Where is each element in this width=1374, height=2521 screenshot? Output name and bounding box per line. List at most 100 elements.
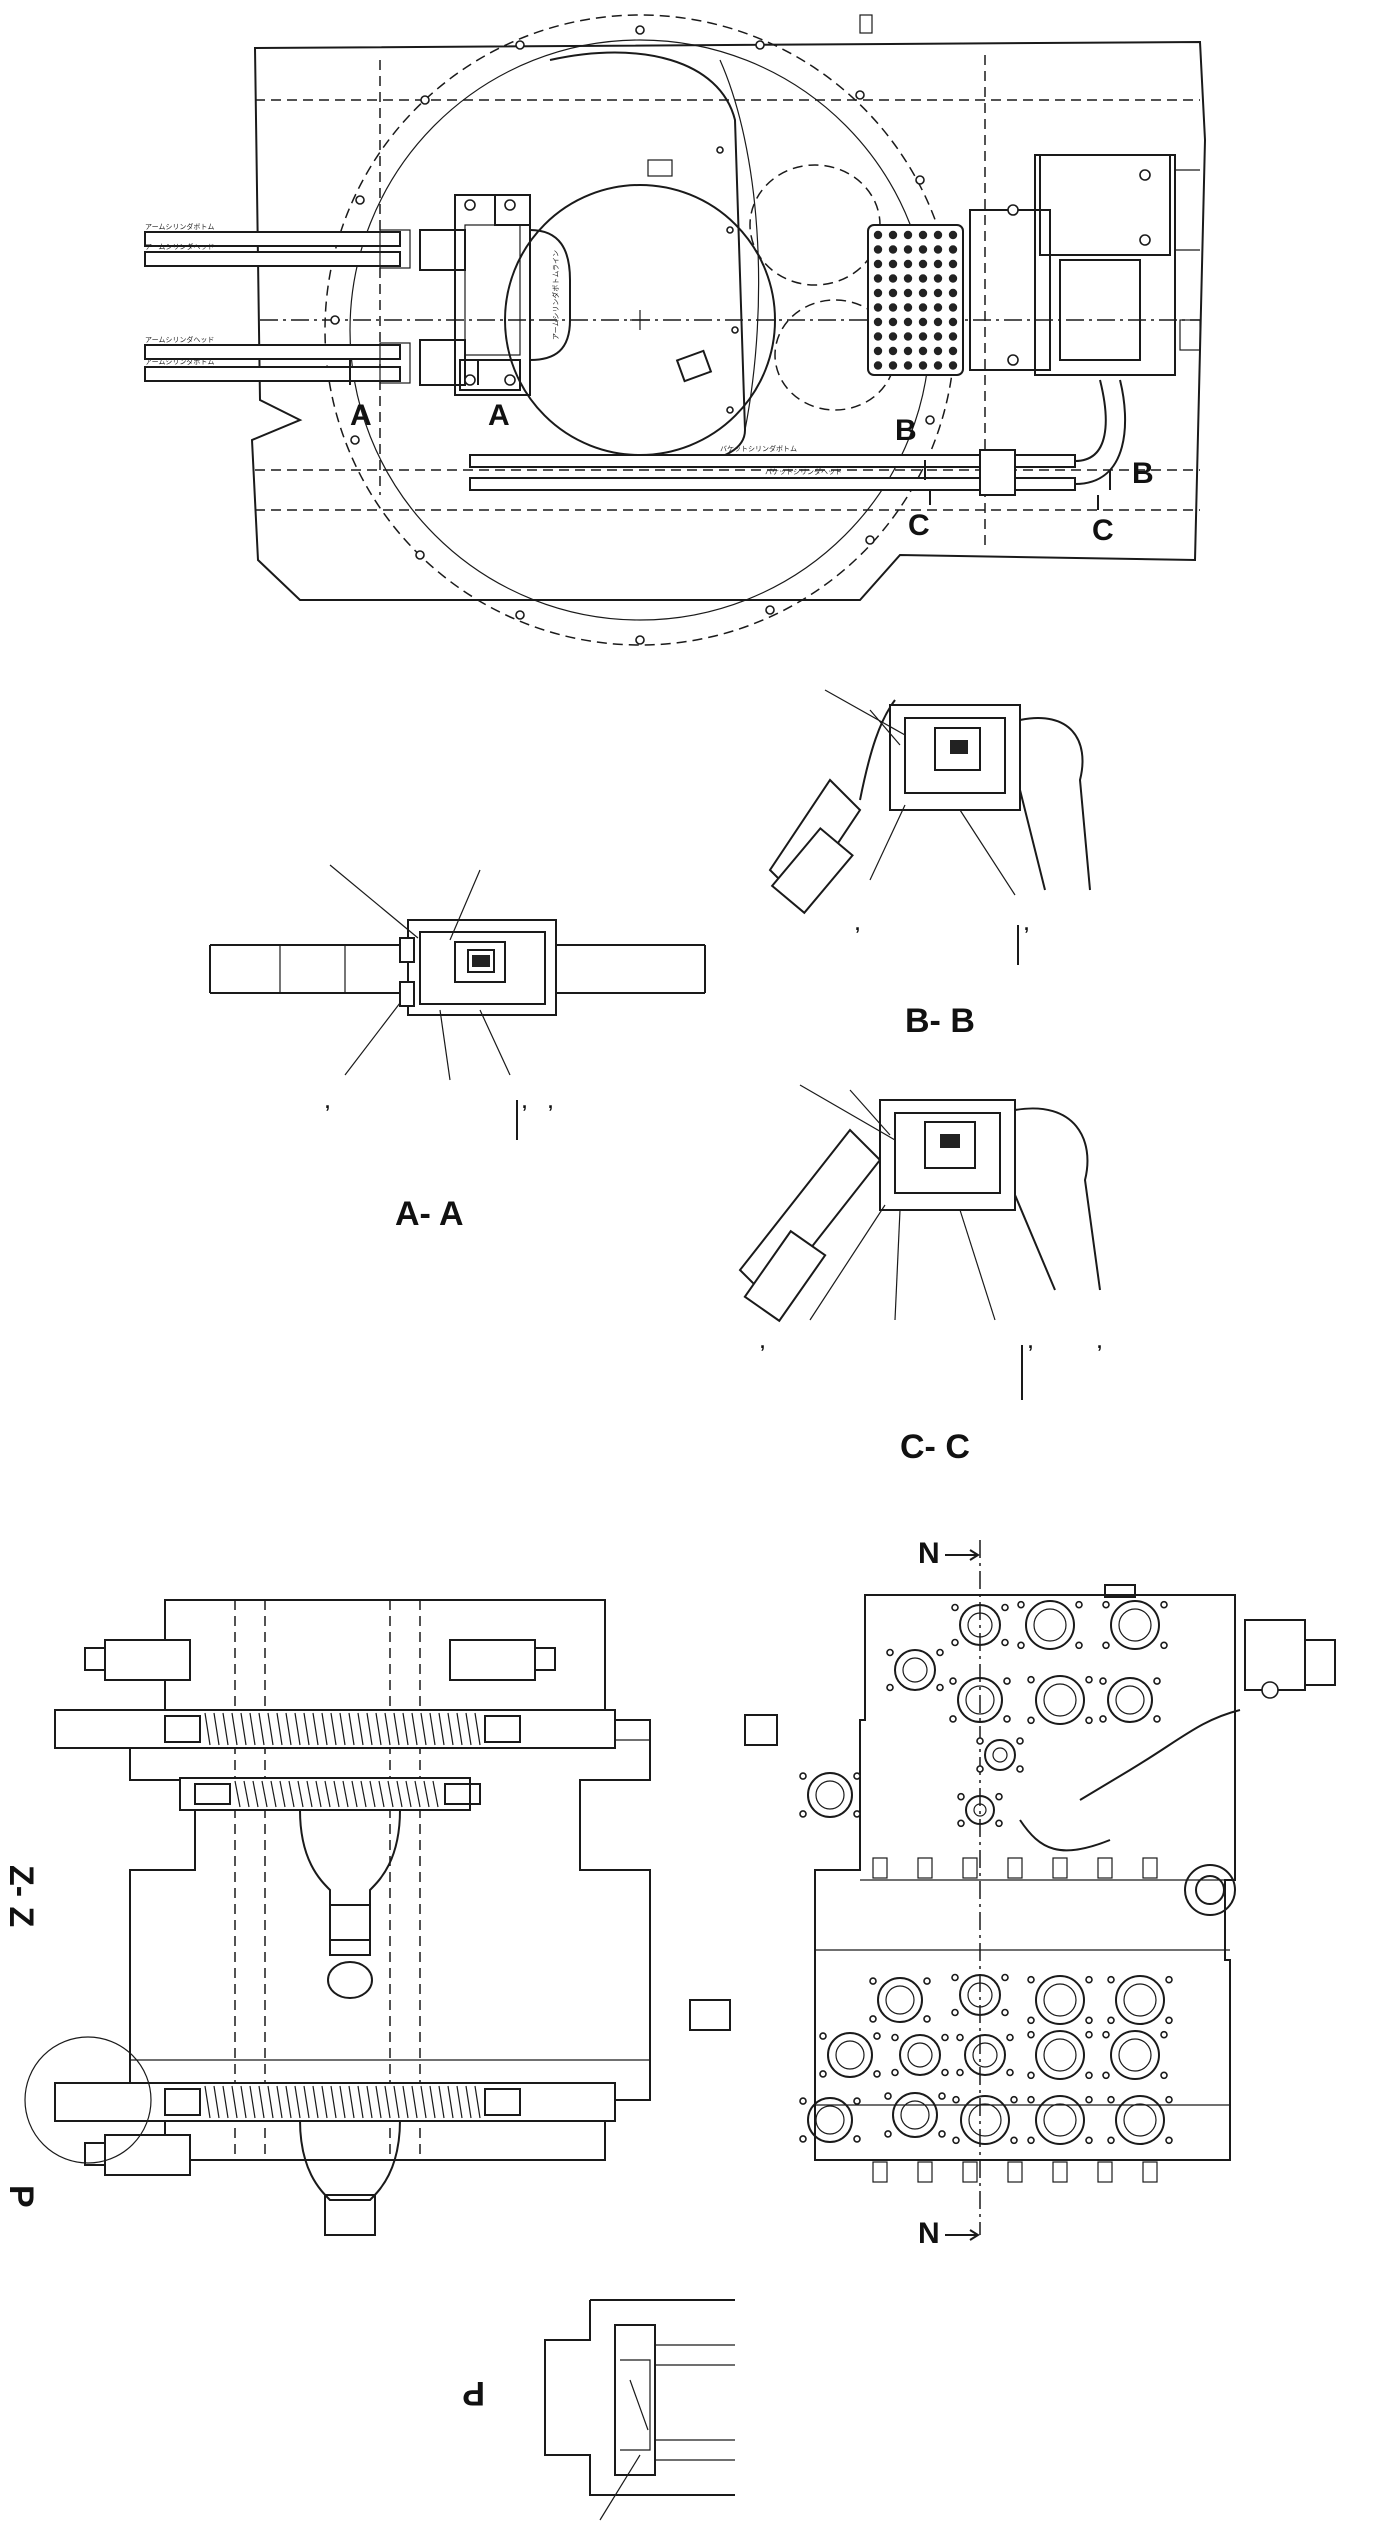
spring-coil [294,2085,301,2119]
port-bolt [1085,2016,1093,2025]
port-bolt [1016,1765,1024,1773]
spring-coil [243,1780,250,1808]
spring-coil [348,1712,355,1746]
port-bolt [1075,1600,1083,1609]
spring-coil [261,1780,268,1808]
section-z-z-title: Z- Z [2,1865,40,1927]
detail-p-marker: P [2,2185,40,2208]
filter-hole [873,361,883,370]
spring-coil [465,2085,472,2119]
port-bolt [1085,2030,1093,2039]
hose-label-3: アームシリンダヘッド [145,335,214,344]
spring-coil [222,2085,229,2119]
top-plan-view: アームシリンダボトム アームシリンダヘッド アームシリンダヘッド アームシリンダ… [144,14,1207,646]
port-bolt [1001,1638,1009,1647]
hex-bolt [1097,2161,1113,2183]
valve-port-inner [1043,1983,1077,2017]
spring-coil [456,2085,463,2119]
section-marker-b-right: B [1132,457,1154,490]
pipe-label-vertical: アームシリンダボトムライン [551,250,560,340]
port-bolt [891,2033,899,2042]
port-bolt [1085,1975,1093,1984]
valve-port-inner [1118,1608,1152,1642]
svg-text:,: , [855,914,860,934]
valve-port [959,1974,1001,2016]
spring-coil [411,2085,418,2119]
spring-coil [258,1712,265,1746]
valve-port-inner [1043,2103,1077,2137]
port-bolt [995,1792,1003,1801]
hex-bolt [1097,1857,1113,1879]
valve-port [1035,2030,1085,2080]
spring-coil [393,1712,400,1746]
port-bolt [941,2033,949,2042]
filter-hole [888,274,898,283]
bucket-cylinder-pipes [469,379,1127,496]
filter-hole [948,361,958,370]
filter-hole [903,288,913,298]
filter-hole [888,245,898,254]
valve-port [964,2034,1006,2076]
svg-text:,: , [1097,1332,1102,1352]
hex-bolt [872,2161,888,2183]
valve-port [965,1795,995,1825]
port-bolt [923,2015,931,2023]
spool-end [444,1783,481,1805]
port-bolt [1006,2068,1014,2077]
hex-bolt [1007,2161,1023,2183]
port-bolt [1003,1677,1011,1685]
spring-coil [267,1712,274,1746]
arm-cylinder-hoses [144,229,411,384]
port-bolt [1107,2136,1115,2145]
section-z-z-view: Z- Z P [2,1599,651,2236]
spring-coil [315,1780,322,1808]
port-bolt [1001,1603,1009,1612]
port-bolt [1160,1600,1168,1609]
port-bolt [1027,1975,1035,1984]
filter-hole [948,317,958,327]
port-bolt [869,1977,877,1985]
valve-port [960,2095,1010,2145]
valve-port-inner [973,1803,987,1817]
port-bolt [1102,1641,1110,1650]
port-bolt [1085,2071,1093,2080]
hose-label-2: アームシリンダヘッド [145,242,214,251]
pipe-label-upper: バケットシリンダボトム [720,444,797,453]
filter-hole [918,346,928,356]
port-bolt [1160,2030,1168,2039]
spring-coil [432,1780,439,1808]
svg-text:,: , [760,1332,765,1352]
spring-coil [474,1712,481,1746]
port-bolt [891,2068,899,2077]
port-bolt [884,2130,892,2138]
spring-coil [414,1780,421,1808]
filter-hole [918,303,928,312]
port-bolt [884,2092,892,2100]
spring-coil [321,2085,328,2119]
valve-port [877,1977,923,2023]
filter-hole [888,230,898,240]
hose-label-1: アームシリンダボトム [145,222,214,231]
section-c-c-title: C- C [900,1428,970,1466]
valve-port-inner [902,1657,928,1683]
valve-port-inner [815,1780,845,1810]
svg-text:,: , [522,1092,527,1112]
filter-hole [933,230,943,240]
hex-bolt [1052,1857,1068,1879]
port-bolt [938,2092,946,2100]
hex-bolt [962,2161,978,2183]
filter-hole [903,230,913,240]
filter-hole [933,332,943,341]
spring-coil [330,1712,337,1746]
svg-text:,: , [548,1092,553,1112]
port-bolt [995,1819,1003,1828]
spring-coil [285,1712,292,1746]
port-bolt [1085,2095,1093,2104]
filter-hole [903,317,913,327]
valve-port [892,2092,938,2138]
spring-coil [312,2085,319,2119]
filter-hole [888,346,898,356]
spring-coil [213,2085,220,2119]
filter-hole [888,288,898,298]
